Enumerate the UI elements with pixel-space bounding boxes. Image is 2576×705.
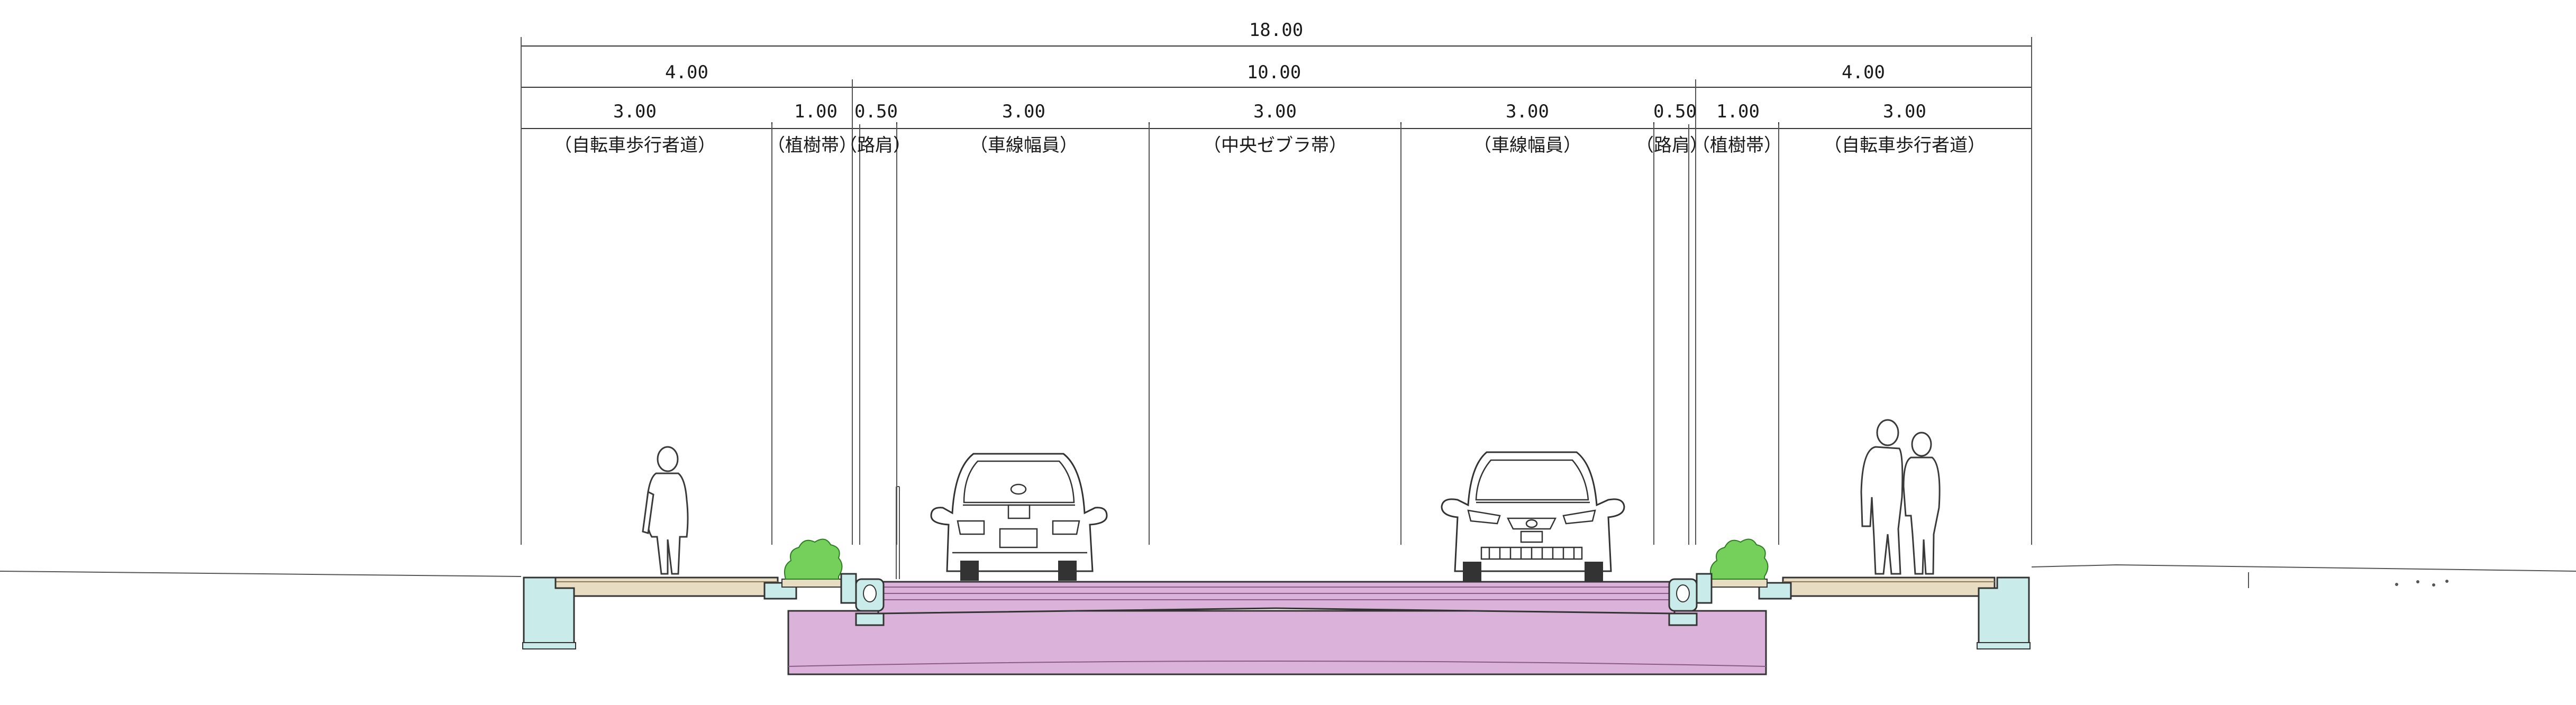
outer-curb-right	[1977, 576, 2031, 649]
pedestrian-icon	[642, 446, 689, 575]
shrub-icon	[784, 538, 843, 580]
part-width-label: 1.00	[1716, 101, 1760, 122]
pavement	[787, 581, 1767, 675]
car-front-icon	[1441, 451, 1625, 582]
part-name-label: （植樹帯）	[767, 135, 857, 156]
sidewalk-left	[554, 576, 779, 597]
part-name-label: （自転車歩行者道）	[554, 135, 716, 156]
part-name-label: （自転車歩行者道）	[1824, 135, 1986, 156]
pavement-base	[787, 610, 1767, 675]
couple-icon	[1860, 419, 1941, 575]
gutter-left	[840, 573, 885, 626]
gutter-right	[1668, 573, 1713, 626]
part-width-label: 1.00	[794, 101, 838, 122]
part-width-label: 0.50	[1653, 101, 1697, 122]
shrub-icon	[1710, 538, 1769, 580]
part-width-label: 3.00	[1883, 101, 1926, 122]
sidewalk-right	[1782, 576, 1996, 597]
part-width-label: 3.00	[1002, 101, 1045, 122]
dimension-labels: 18.00 4.00 10.00 4.00 3.00 1.00 0.50 3.0…	[554, 20, 1986, 156]
outer-curb-left	[522, 576, 576, 649]
group-center-width-label: 10.00	[1247, 62, 1301, 83]
planting-strip-left	[763, 538, 843, 600]
group-left-width-label: 4.00	[665, 62, 708, 83]
ground-line	[0, 564, 2576, 588]
car-rear-icon	[930, 453, 1108, 581]
extension-lines	[521, 37, 2032, 545]
total-width-label: 18.00	[1249, 20, 1303, 41]
part-name-label: （車線幅員）	[1473, 135, 1581, 156]
part-name-label: （植樹帯）	[1692, 135, 1782, 156]
group-right-width-label: 4.00	[1842, 62, 1885, 83]
part-name-label: （路肩）	[839, 135, 911, 156]
planting-strip-right	[1706, 538, 1792, 600]
part-name-label: （中央ゼブラ帯）	[1203, 135, 1347, 156]
part-width-label: 3.00	[1506, 101, 1549, 122]
part-name-label: （車線幅員）	[970, 135, 1078, 156]
part-width-label: 3.00	[1253, 101, 1297, 122]
part-width-label: 0.50	[854, 101, 898, 122]
delineator-post	[896, 486, 900, 579]
part-name-label: （路肩）	[1636, 135, 1708, 156]
part-width-label: 3.00	[613, 101, 657, 122]
